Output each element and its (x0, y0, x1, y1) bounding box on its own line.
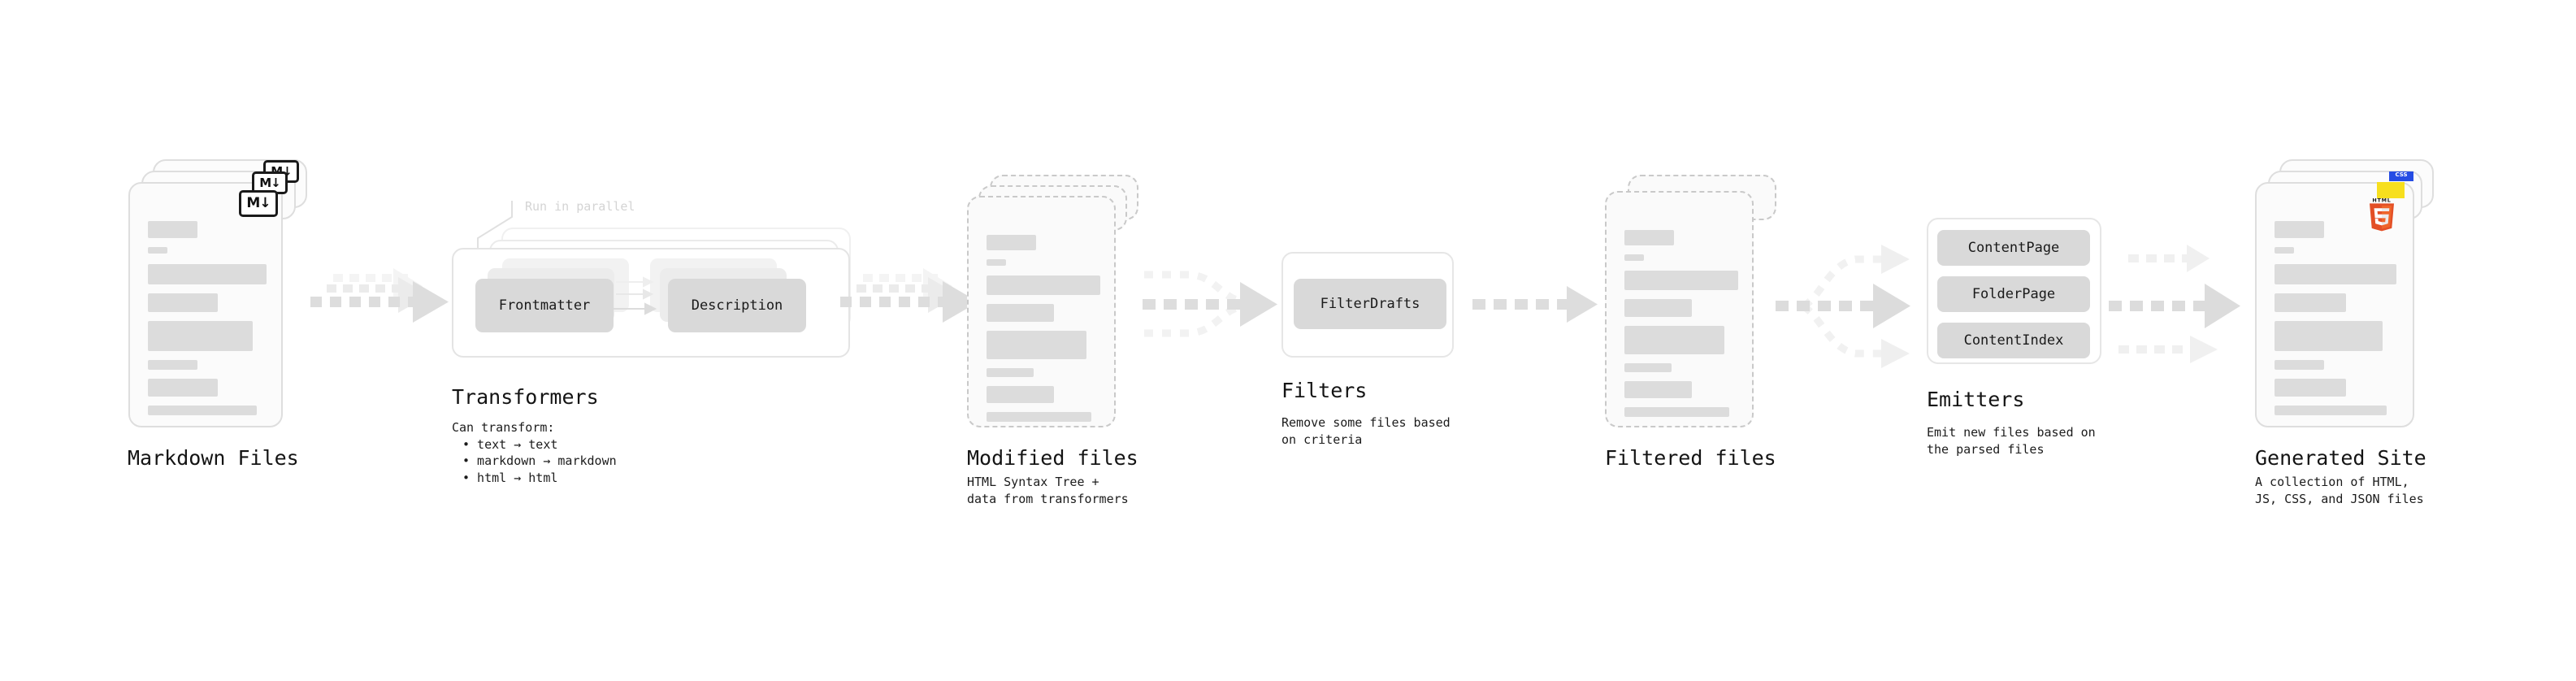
markdown-files-stack: M↓ M↓ M↓ (128, 159, 307, 427)
transformers-title: Transformers (452, 385, 599, 409)
emitters-description: Emit new files based on the parsed files (1927, 425, 2096, 457)
svg-text:HTML: HTML (2372, 197, 2391, 204)
arrow-markdown-to-transformers (310, 268, 449, 323)
modified-files-description: HTML Syntax Tree + data from transformer… (967, 475, 1129, 506)
arrow-modified-to-filters-merge (1143, 271, 1277, 337)
arrow-filters-to-filtered (1472, 286, 1598, 323)
markdown-file-content-bars (148, 221, 267, 424)
transformers-description-lead: Can transform: (452, 420, 555, 435)
generated-site-title: Generated Site (2255, 446, 2426, 470)
filters-chip-filterdrafts[interactable]: FilterDrafts (1294, 279, 1446, 329)
transformer-chip-frontmatter[interactable]: Frontmatter (475, 279, 614, 332)
emitters-chip-contentpage[interactable]: ContentPage (1937, 230, 2090, 266)
filters-description: Remove some files based on criteria (1281, 415, 1451, 447)
js-badge (2377, 182, 2405, 198)
filters-chip-filterdrafts-label: FilterDrafts (1320, 296, 1420, 312)
arrow-transformers-to-modified (840, 268, 978, 323)
css-badge: CSS (2389, 171, 2413, 181)
markdown-files-title: Markdown Files (128, 446, 299, 470)
transformer-chip-frontmatter-label: Frontmatter (498, 297, 591, 314)
modified-files-stack (967, 175, 1146, 435)
transformer-chip-description-label: Description (691, 297, 783, 314)
arrow-emitters-to-site (2109, 245, 2240, 363)
css-badge-text: CSS (2395, 171, 2408, 178)
generated-site-stack: CSS HTML (2255, 159, 2442, 427)
generated-site-content-bars (2275, 221, 2396, 424)
generated-site-description: A collection of HTML, JS, CSS, and JSON … (2255, 475, 2424, 506)
transformer-chip-description[interactable]: Description (668, 279, 806, 332)
transformers-bullet-2: • html → html (462, 471, 558, 486)
markdown-badge-text: M↓ (246, 195, 271, 211)
transformers-bullet-1: • markdown → markdown (462, 453, 617, 469)
modified-files-title: Modified files (967, 446, 1138, 470)
markdown-badge: M↓ (239, 190, 278, 217)
transformers-bullet-0: • text → text (462, 436, 558, 452)
modified-file-content-bars (987, 235, 1100, 431)
run-in-parallel-label: Run in parallel (525, 199, 635, 214)
emitters-chip-folderpage[interactable]: FolderPage (1937, 276, 2090, 312)
markdown-badge-mid-text: M↓ (259, 175, 280, 190)
transformers-description: Can transform: • text → text • markdown … (452, 419, 617, 487)
emitters-chip-contentindex-label: ContentIndex (1963, 332, 2064, 349)
emitters-chip-contentindex[interactable]: ContentIndex (1937, 323, 2090, 358)
html5-badge: HTML (2369, 197, 2395, 232)
filters-title: Filters (1281, 379, 1368, 402)
emitters-chip-folderpage-label: FolderPage (1971, 286, 2056, 302)
filtered-files-title: Filtered files (1605, 446, 1776, 470)
filtered-file-card-front (1605, 191, 1754, 427)
filtered-files-stack (1605, 175, 1784, 435)
emitters-title: Emitters (1927, 388, 2025, 411)
arrow-filtered-to-emitters-split (1776, 245, 1910, 368)
markdown-file-card-front (128, 182, 283, 427)
modified-file-card-front (967, 196, 1116, 427)
emitters-chip-contentpage-label: ContentPage (1967, 240, 2060, 256)
filtered-file-content-bars (1624, 230, 1738, 426)
